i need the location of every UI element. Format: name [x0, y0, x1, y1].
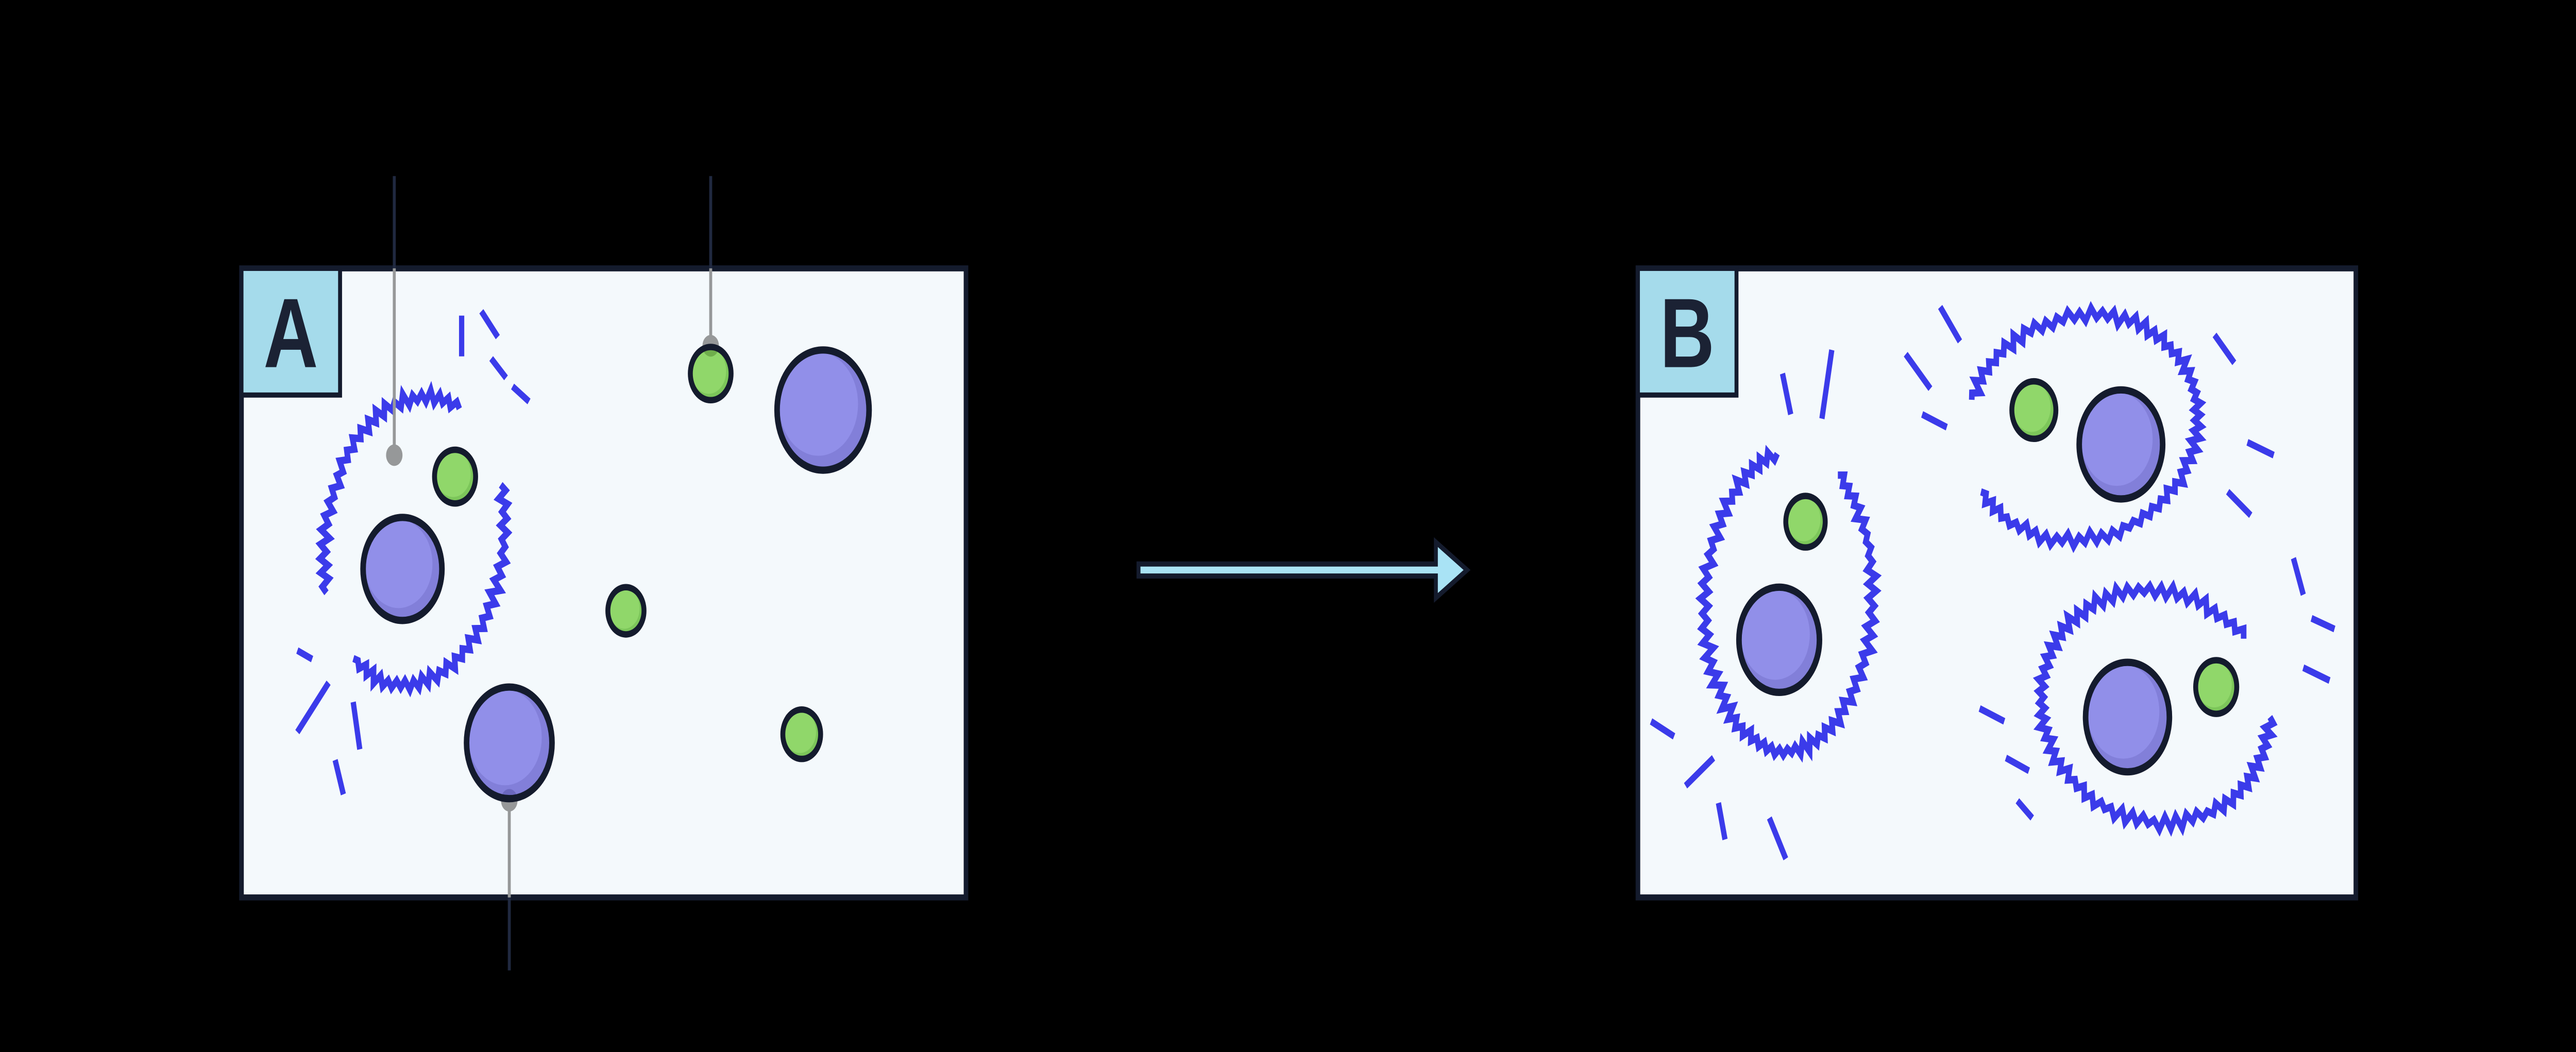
- green-organelle-outline: [605, 584, 647, 638]
- motion-dash: [2212, 332, 2236, 365]
- motion-dash: [2302, 664, 2331, 684]
- purple-cell-body-sheen: [2080, 392, 2153, 486]
- green-organelle-outline: [2009, 378, 2059, 443]
- motion-dash: [1716, 802, 1728, 840]
- cell-membrane: [352, 482, 513, 698]
- callout-dot-shadow: [501, 789, 518, 797]
- cell-membrane: [1969, 301, 2207, 553]
- purple-cell-body-outline: [1736, 583, 1822, 697]
- motion-dash: [1780, 372, 1793, 415]
- motion-dash: [1921, 411, 1948, 431]
- motion-dash: [2005, 754, 2030, 774]
- motion-dash: [1684, 755, 1715, 789]
- purple-cell-body-outline: [464, 683, 555, 803]
- motion-dash: [332, 759, 346, 795]
- purple-cell-body-outline: [360, 514, 445, 624]
- panel-label-box: [1636, 265, 1739, 398]
- motion-dash: [2246, 439, 2275, 459]
- green-organelle-sheen: [435, 451, 471, 497]
- green-organelle-sheen: [783, 710, 816, 753]
- panel-label-box: [239, 265, 342, 398]
- purple-cell-body-sheen: [364, 519, 433, 608]
- motion-dash: [2310, 615, 2335, 633]
- green-organelle-sheen: [2196, 661, 2232, 708]
- purple-cell-body-sheen: [778, 352, 858, 456]
- green-organelle-outline: [688, 344, 734, 404]
- green-organelle-sheen: [608, 588, 640, 629]
- motion-dash: [1650, 718, 1675, 740]
- cell-membrane: [1695, 445, 1882, 763]
- purple-cell-body-sheen: [1740, 589, 1810, 680]
- motion-dash: [1819, 349, 1835, 419]
- cell-membrane: [315, 381, 462, 596]
- transition-arrow: [1136, 537, 1471, 603]
- panel-A: A: [239, 265, 969, 901]
- callout-dot-shadow: [702, 349, 719, 357]
- green-organelle-outline: [2193, 657, 2240, 717]
- motion-dash: [2015, 798, 2034, 821]
- motion-dash: [2226, 489, 2252, 518]
- cell-membrane: [2032, 579, 2278, 837]
- purple-cell-body-outline: [774, 346, 872, 474]
- green-organelle-sheen: [1786, 497, 1821, 541]
- motion-dash: [489, 356, 508, 381]
- motion-dash: [296, 647, 313, 663]
- motion-dash: [1904, 352, 1933, 391]
- motion-dash: [1978, 705, 2006, 725]
- purple-cell-body-outline: [2082, 658, 2173, 776]
- purple-cell-body-sheen: [2087, 664, 2160, 759]
- motion-dash: [511, 383, 531, 404]
- panel-B: B: [1635, 265, 2359, 901]
- panel-label: A: [263, 278, 318, 389]
- callout-dot: [386, 444, 403, 466]
- motion-dash: [350, 701, 363, 750]
- green-organelle-sheen: [2012, 382, 2051, 432]
- green-organelle-outline: [1783, 493, 1828, 551]
- green-organelle-sheen: [691, 348, 726, 394]
- motion-dash: [1938, 304, 1962, 344]
- motion-dash: [2291, 557, 2306, 596]
- panel-label: B: [1660, 278, 1715, 389]
- green-organelle-outline: [780, 706, 823, 762]
- purple-cell-body-sheen: [468, 689, 542, 786]
- motion-dash: [1767, 816, 1788, 861]
- motion-dash: [479, 309, 500, 340]
- green-organelle-outline: [432, 446, 478, 507]
- purple-cell-body-outline: [2076, 386, 2166, 503]
- panel-frame: [239, 265, 969, 901]
- motion-dash: [295, 680, 331, 735]
